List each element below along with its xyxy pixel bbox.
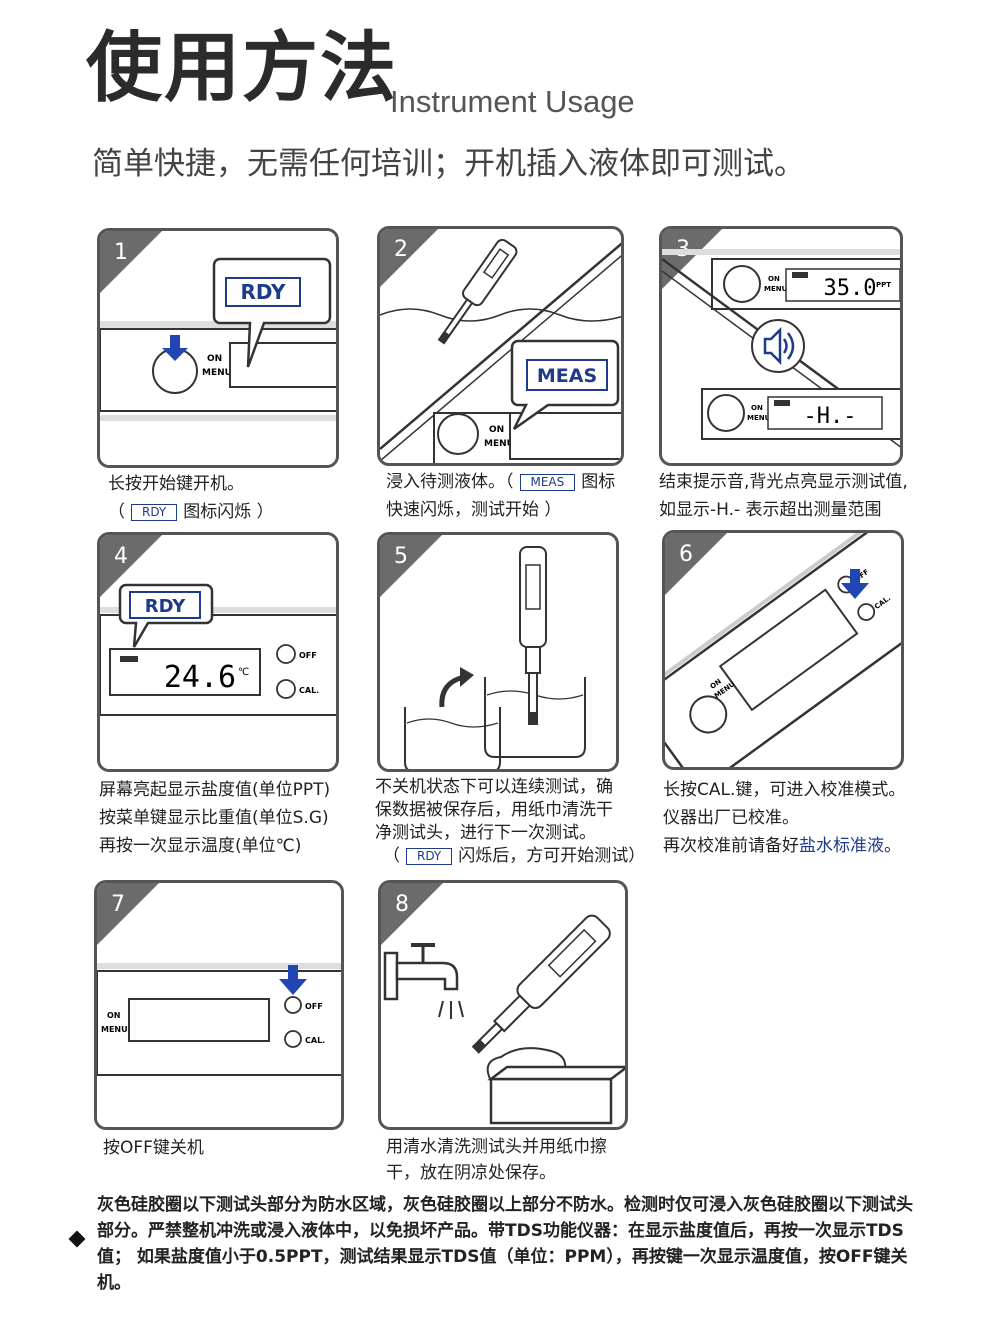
over-range-reading: -H.- [804, 404, 857, 429]
svg-text:4: 4 [114, 544, 128, 569]
svg-text:℃: ℃ [238, 667, 249, 678]
tester-pen-icon [437, 238, 518, 345]
off-button-icon [276, 644, 296, 664]
page-title-english: Instrument Usage [390, 84, 635, 119]
svg-text:MENU: MENU [747, 414, 771, 422]
step-2-illustration: 2 ON MENU MEAS [380, 229, 621, 463]
svg-text:ON: ON [489, 425, 504, 435]
step-7-illustration: 7 ON MENU OFF CAL. [97, 883, 341, 1076]
off-button-icon [284, 996, 302, 1014]
svg-text:MEAS: MEAS [537, 365, 597, 387]
cal-button-icon [276, 679, 296, 699]
svg-text:MENU: MENU [484, 439, 514, 449]
press-arrow-icon [162, 335, 188, 361]
step-3-caption: 结束提示音,背光点亮显示测试值, 如显示-H.- 表示超出测量范围 [659, 472, 908, 520]
svg-text:MENU: MENU [764, 285, 788, 293]
step-number-tab [100, 231, 162, 293]
svg-text:8: 8 [395, 892, 409, 917]
page-title: 使用方法 [86, 23, 398, 112]
step-6-illustration: 6 ON MENU OFF CAL. [665, 533, 901, 767]
svg-text:RDY: RDY [145, 596, 186, 617]
press-arrow-icon [841, 569, 869, 599]
step-8-panel: 8 [378, 880, 628, 1130]
step-5-illustration: 5 [380, 535, 586, 769]
step-number: 1 [114, 240, 128, 265]
svg-text:PPT: PPT [876, 281, 891, 289]
step-5-panel: 5 [377, 532, 619, 772]
step-2-panel: 2 ON MENU MEAS [377, 226, 624, 466]
step-8-illustration: 8 [381, 883, 625, 1125]
step-1-panel: 1 ON MENU RDY [97, 228, 339, 468]
beaker-right-icon [484, 677, 586, 758]
svg-text:ON: ON [751, 404, 763, 412]
lcd-screen [128, 998, 270, 1042]
on-menu-button-icon [437, 413, 479, 455]
svg-text:ON: ON [107, 1011, 121, 1020]
beaker-left-icon [404, 707, 501, 769]
svg-text:OFF: OFF [305, 1002, 323, 1011]
cal-button-icon [284, 1030, 302, 1048]
svg-text:5: 5 [394, 544, 408, 569]
step-7-caption: 按OFF键关机 [103, 1138, 204, 1158]
salinity-reading: 35.0 [824, 276, 877, 301]
step-4-illustration: 4 24.6 ℃ OFF CAL. RDY [100, 535, 336, 716]
temperature-reading: 24.6 [164, 660, 236, 695]
step-4-caption: 屏幕亮起显示盐度值(单位PPT) 按菜单键显示比重值(单位S.G) 再按一次显示… [99, 780, 331, 856]
svg-text:MENU: MENU [101, 1025, 128, 1034]
lcd-screen [718, 588, 859, 712]
tester-pen-icon [519, 546, 547, 725]
svg-text:2: 2 [394, 237, 408, 262]
step-3-panel: 3 ON MENU 35.0 PPT ON MENU -H.- [659, 226, 903, 466]
step-8-caption: 用清水清洗测试头并用纸巾擦 干，放在阴凉处保存。 [386, 1137, 607, 1183]
step-4-panel: 4 24.6 ℃ OFF CAL. RDY [97, 532, 339, 772]
press-arrow-icon [279, 965, 307, 995]
tissue-box-icon [486, 1047, 625, 1125]
step-1-illustration: 1 ON MENU RDY [100, 231, 336, 421]
svg-text:7: 7 [111, 892, 125, 917]
svg-text:RDY: RDY [240, 280, 286, 304]
note-bullet-icon [68, 1230, 86, 1248]
step-6-panel: 6 ON MENU OFF CAL. [662, 530, 904, 770]
svg-text:CAL.: CAL. [305, 1036, 325, 1045]
svg-text:ON: ON [207, 354, 222, 364]
step-7-panel: 7 ON MENU OFF CAL. [94, 880, 344, 1130]
lcd-screen [229, 342, 336, 388]
step-3-illustration: 3 ON MENU 35.0 PPT ON MENU -H.- [662, 229, 900, 448]
waterproof-note: 灰色硅胶圈以下测试头部分为防水区域，灰色硅胶圈以上部分不防水。检测时仅可浸入灰色… [97, 1195, 913, 1293]
svg-text:MENU: MENU [202, 368, 232, 378]
page-subtitle: 简单快捷，无需任何培训；开机插入液体即可测试。 [92, 146, 805, 182]
svg-text:OFF: OFF [299, 651, 317, 660]
svg-text:6: 6 [679, 542, 693, 567]
step-5-caption: 不关机状态下可以连续测试，确 保数据被保存后，用纸巾清洗干 净测试头，进行下一次… [375, 777, 646, 866]
svg-text:ON: ON [768, 275, 780, 283]
water-faucet-icon [383, 943, 464, 1019]
step-6-caption: 长按CAL.键，可进入校准模式。 仪器出厂已校准。 再次校准前请备好盐水标准液。 [663, 780, 906, 856]
cal-button-icon [857, 603, 876, 621]
tester-pen-icon [471, 914, 611, 1054]
svg-text:CAL.: CAL. [299, 686, 319, 695]
